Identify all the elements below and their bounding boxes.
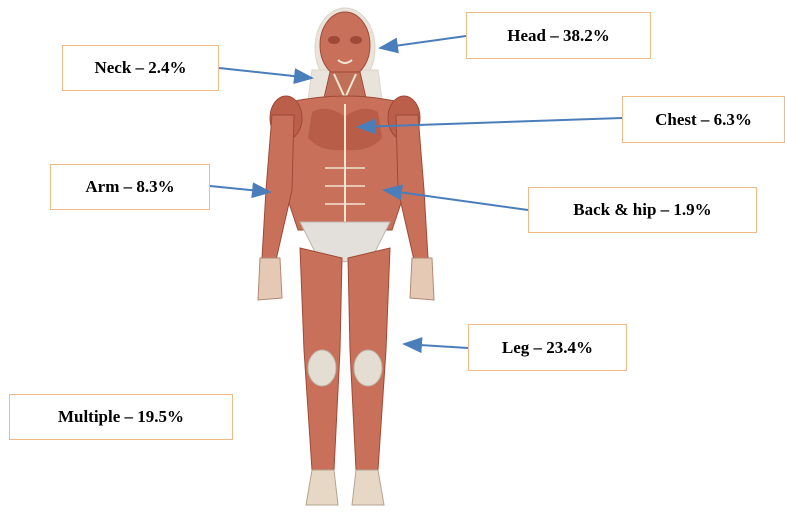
chest-label: Chest – 6.3% [622, 96, 785, 143]
neck-arrow [219, 68, 312, 78]
head [320, 12, 370, 98]
head-label: Head – 38.2% [466, 12, 651, 59]
multiple-label: Multiple – 19.5% [9, 394, 233, 440]
leg-arrow [404, 344, 468, 348]
arm-label: Arm – 8.3% [50, 164, 210, 210]
leg-label: Leg – 23.4% [468, 324, 627, 371]
head-arrow [380, 36, 466, 48]
back-hip-label: Back & hip – 1.9% [528, 187, 757, 233]
knees [308, 350, 382, 386]
arm-arrow [210, 186, 270, 192]
feet [306, 470, 384, 505]
neck-label: Neck – 2.4% [62, 45, 219, 91]
hands [258, 258, 434, 300]
